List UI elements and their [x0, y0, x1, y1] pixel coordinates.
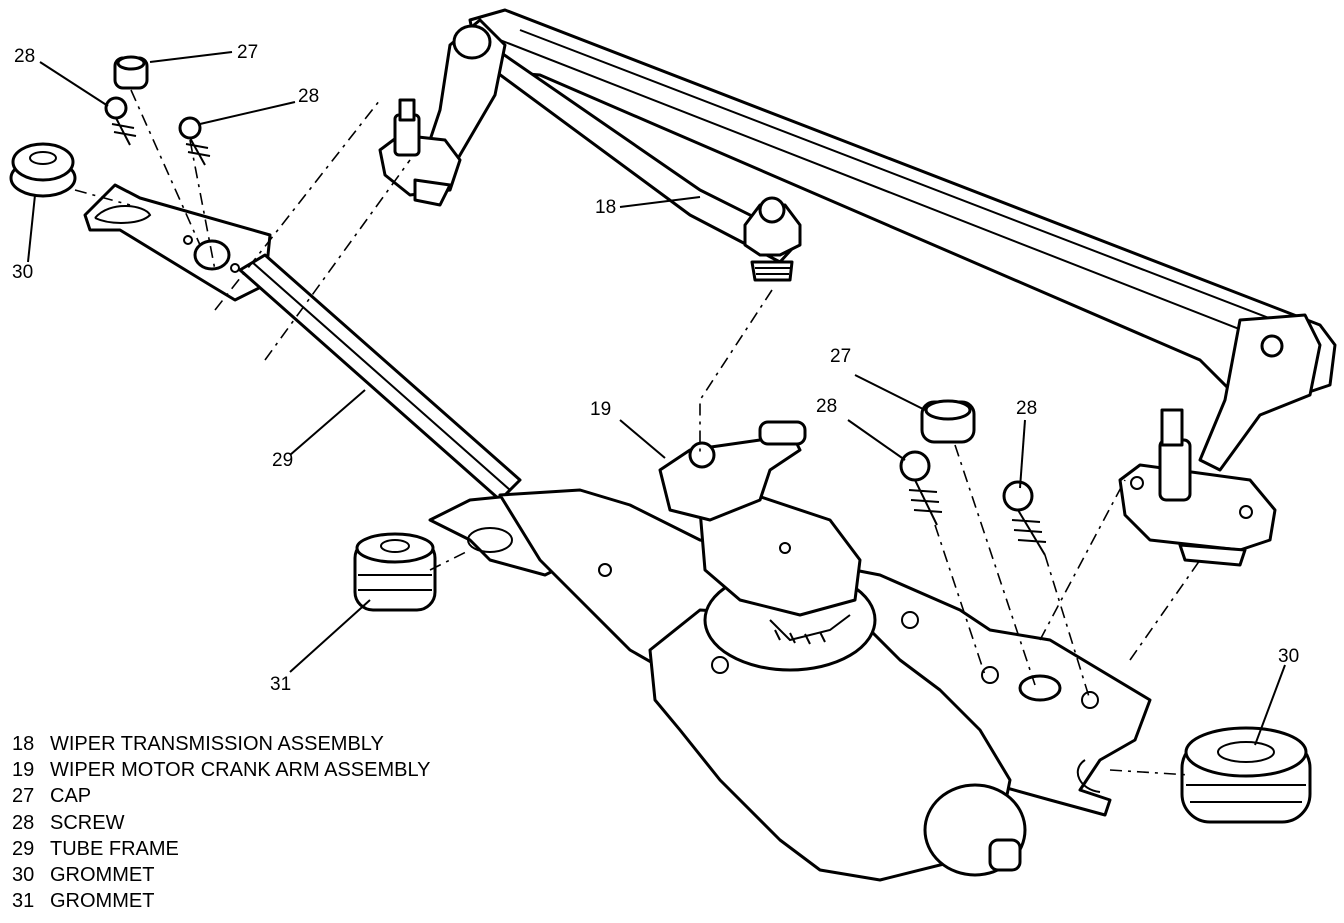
screw-right-1 — [899, 450, 943, 526]
legend-row: 29 TUBE FRAME — [12, 838, 179, 860]
wiper-transmission-assembly — [378, 8, 1337, 567]
legend-label: GROMMET — [50, 890, 154, 912]
callout-27-top: 27 — [237, 42, 258, 63]
cap-top-left — [113, 55, 149, 90]
grommet-top-left — [9, 142, 77, 198]
callouts: 27 28 28 30 18 27 19 28 28 29 31 30 — [12, 42, 1299, 695]
legend-number: 18 — [12, 733, 34, 755]
legend-number: 31 — [12, 890, 34, 912]
legend-label: WIPER MOTOR CRANK ARM ASSEMBLY — [50, 759, 430, 781]
legend-number: 28 — [12, 812, 34, 834]
callout-30-left: 30 — [12, 262, 33, 283]
wiper-motor-crank-arm-assembly — [648, 420, 1027, 882]
legend-label: WIPER TRANSMISSION ASSEMBLY — [50, 733, 384, 755]
callout-18: 18 — [595, 197, 616, 218]
grommet-31 — [353, 532, 437, 612]
legend-row: 30 GROMMET — [12, 864, 154, 886]
legend-label: TUBE FRAME — [50, 838, 179, 860]
legend-label: CAP — [50, 785, 91, 807]
callout-27-right: 27 — [830, 346, 851, 367]
callout-31: 31 — [270, 674, 291, 695]
legend-number: 30 — [12, 864, 34, 886]
legend-row: 18 WIPER TRANSMISSION ASSEMBLY — [12, 733, 384, 755]
callout-30-right: 30 — [1278, 646, 1299, 667]
legend-label: GROMMET — [50, 864, 154, 886]
legend-number: 29 — [12, 838, 34, 860]
callout-28-right: 28 — [1016, 398, 1037, 419]
legend-row: 28 SCREW — [12, 812, 125, 834]
callout-29: 29 — [272, 450, 293, 471]
callout-28-top-left: 28 — [14, 46, 35, 67]
legend-row: 19 WIPER MOTOR CRANK ARM ASSEMBLY — [12, 759, 430, 781]
grommet-bottom-right — [1180, 726, 1312, 824]
alignment-lines — [74, 89, 1201, 776]
tube-frame — [83, 183, 1152, 817]
cap-right — [920, 399, 976, 444]
screw-top-left-1 — [104, 96, 137, 146]
screw-right-2 — [1002, 480, 1047, 556]
callout-28-top: 28 — [298, 86, 319, 107]
callout-28-center: 28 — [816, 396, 837, 417]
legend-number: 19 — [12, 759, 34, 781]
legend-row: 31 GROMMET — [12, 890, 154, 912]
parts-legend: 18 WIPER TRANSMISSION ASSEMBLY 19 WIPER … — [12, 733, 430, 912]
leader-lines — [27, 51, 1286, 746]
legend-label: SCREW — [50, 812, 125, 834]
callout-19: 19 — [590, 399, 611, 420]
legend-number: 27 — [12, 785, 34, 807]
legend-row: 27 CAP — [12, 785, 91, 807]
screw-top-left-2 — [178, 116, 211, 166]
